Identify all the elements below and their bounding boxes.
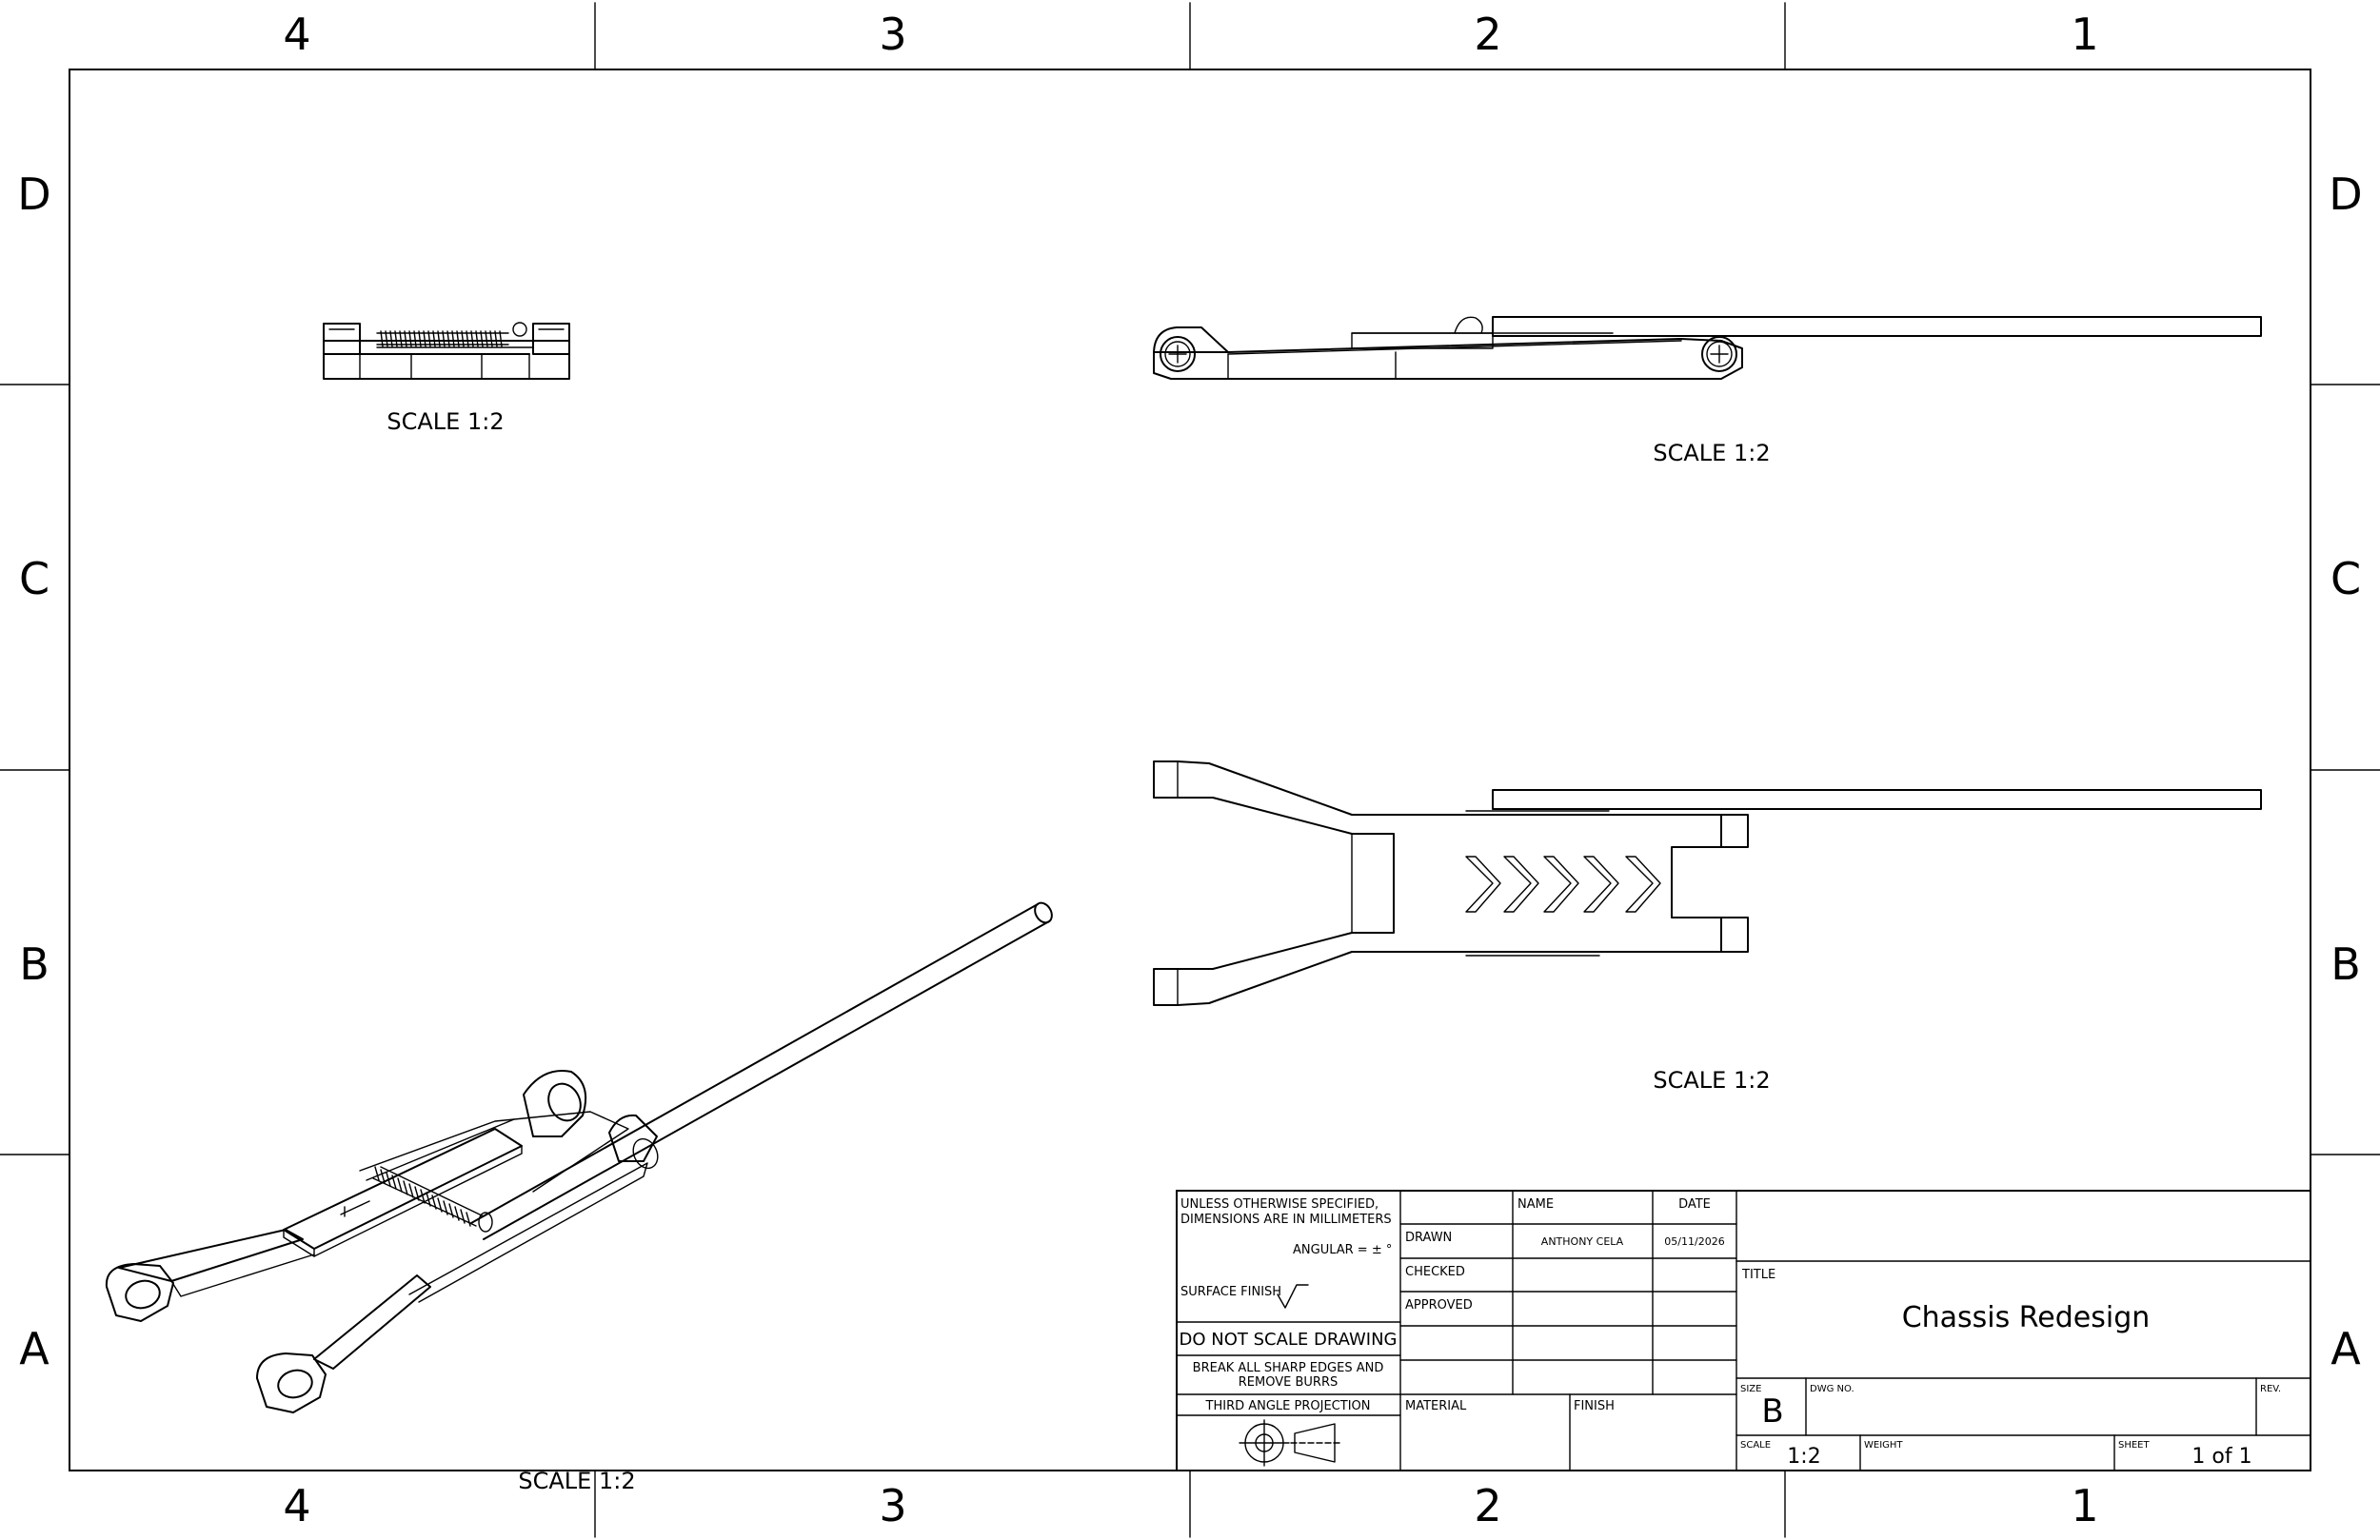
do-not-scale-note: DO NOT SCALE DRAWING [1179, 1330, 1397, 1350]
isometric-view: SCALE 1:2 [105, 901, 1053, 1494]
zone-label-column: 1 [2071, 1480, 2098, 1531]
drawn-date: 05/11/2026 [1664, 1235, 1724, 1248]
zone-label-column: 2 [1474, 1480, 1501, 1531]
view-scale-label: SCALE 1:2 [518, 1468, 635, 1494]
units-note: DIMENSIONS ARE IN MILLIMETERS [1180, 1213, 1392, 1227]
sheet-label: SHEET [2118, 1440, 2151, 1451]
zone-label-row: A [19, 1323, 50, 1374]
side-view-small: SCALE 1:2 [323, 322, 570, 435]
break-edges-note: REMOVE BURRS [1239, 1375, 1338, 1390]
zone-label-column: 4 [283, 9, 310, 60]
zone-label-column: 2 [1474, 9, 1501, 60]
date-header: DATE [1678, 1197, 1711, 1212]
zone-label-column: 4 [283, 1480, 310, 1531]
name-header: NAME [1517, 1197, 1554, 1212]
zone-label-column: 3 [879, 1480, 906, 1531]
zone-label-row: B [19, 938, 50, 990]
zone-label-row: B [2330, 938, 2361, 990]
projection-label: THIRD ANGLE PROJECTION [1205, 1399, 1371, 1413]
sheet-size-value: B [1761, 1392, 1783, 1431]
title-label: TITLE [1741, 1268, 1775, 1282]
rev-label: REV. [2260, 1384, 2281, 1394]
approved-label: APPROVED [1405, 1298, 1473, 1313]
drawing-title: Chassis Redesign [1902, 1301, 2151, 1334]
surface-finish-symbol [1277, 1284, 1309, 1309]
material-label: MATERIAL [1405, 1399, 1467, 1413]
checked-label: CHECKED [1405, 1265, 1465, 1279]
zone-label-column: 1 [2071, 9, 2098, 60]
view-scale-label: SCALE 1:2 [1653, 440, 1770, 466]
angular-tolerance: ANGULAR = ± ° [1293, 1243, 1392, 1257]
surface-finish-label: SURFACE FINISH [1180, 1285, 1281, 1299]
side-view-long: SCALE 1:2 [1153, 316, 2262, 466]
zone-label-row: D [2329, 168, 2362, 220]
view-scale-label: SCALE 1:2 [387, 408, 504, 435]
drawn-by-name: ANTHONY CELA [1541, 1235, 1624, 1248]
zone-label-row: C [2330, 553, 2361, 604]
title-block: UNLESS OTHERWISE SPECIFIED, DIMENSIONS A… [1176, 1190, 2311, 1471]
scale-label: SCALE [1740, 1440, 1771, 1451]
break-edges-note: BREAK ALL SHARP EDGES AND [1193, 1361, 1384, 1375]
view-scale-label: SCALE 1:2 [1653, 1067, 1770, 1094]
finish-label: FINISH [1574, 1399, 1615, 1413]
zone-label-row: C [19, 553, 50, 604]
zone-label-row: D [17, 168, 50, 220]
dwg-no-label: DWG NO. [1810, 1384, 1854, 1394]
top-view: SCALE 1:2 [1153, 760, 2262, 1094]
drawing-border [69, 69, 2311, 1471]
size-label: SIZE [1740, 1384, 1761, 1394]
scale-value: 1:2 [1787, 1445, 1820, 1469]
drawn-label: DRAWN [1405, 1231, 1452, 1245]
weight-label: WEIGHT [1864, 1440, 1903, 1451]
zone-label-column: 3 [879, 9, 906, 60]
sheet-number: 1 of 1 [2192, 1445, 2251, 1469]
zone-label-row: A [2330, 1323, 2361, 1374]
tolerance-note: UNLESS OTHERWISE SPECIFIED, [1180, 1197, 1378, 1212]
third-angle-projection-icon [1239, 1419, 1341, 1467]
